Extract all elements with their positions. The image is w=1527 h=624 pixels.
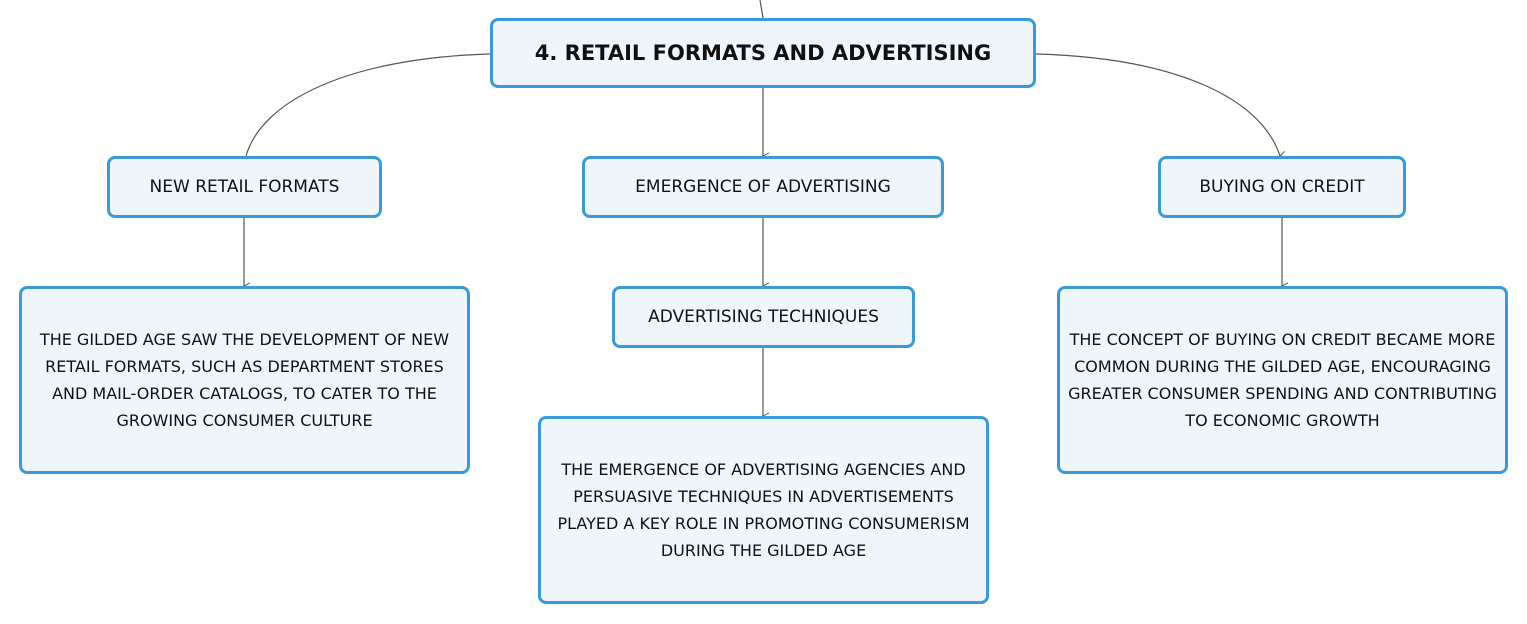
node-emergence-of-advertising-label: EMERGENCE OF ADVERTISING bbox=[635, 177, 891, 197]
connector-root-to-retail bbox=[245, 53, 491, 157]
node-buying-on-credit[interactable]: BUYING ON CREDIT bbox=[1158, 156, 1406, 218]
connector-parent-to-root bbox=[759, 0, 764, 19]
node-advertising-techniques[interactable]: ADVERTISING TECHNIQUES bbox=[612, 286, 915, 348]
connector-root-to-credit bbox=[1035, 53, 1280, 156]
buying-on-credit-description-text: THE CONCEPT OF BUYING ON CREDIT BECAME M… bbox=[1068, 330, 1497, 430]
node-advertising-description[interactable]: THE EMERGENCE OF ADVERTISING AGENCIES AN… bbox=[538, 416, 989, 604]
node-new-retail-formats[interactable]: NEW RETAIL FORMATS bbox=[107, 156, 382, 218]
root-node-label: 4. RETAIL FORMATS AND ADVERTISING bbox=[534, 41, 992, 65]
root-node[interactable]: 4. RETAIL FORMATS AND ADVERTISING bbox=[490, 18, 1036, 88]
node-new-retail-formats-label: NEW RETAIL FORMATS bbox=[149, 177, 340, 197]
node-advertising-techniques-label: ADVERTISING TECHNIQUES bbox=[648, 307, 879, 327]
node-emergence-of-advertising[interactable]: EMERGENCE OF ADVERTISING bbox=[582, 156, 944, 218]
advertising-description-text: THE EMERGENCE OF ADVERTISING AGENCIES AN… bbox=[557, 460, 970, 560]
node-buying-on-credit-description[interactable]: THE CONCEPT OF BUYING ON CREDIT BECAME M… bbox=[1057, 286, 1508, 474]
retail-formats-description-text: THE GILDED AGE SAW THE DEVELOPMENT OF NE… bbox=[39, 330, 450, 430]
node-buying-on-credit-label: BUYING ON CREDIT bbox=[1199, 177, 1365, 197]
node-retail-formats-description[interactable]: THE GILDED AGE SAW THE DEVELOPMENT OF NE… bbox=[19, 286, 470, 474]
